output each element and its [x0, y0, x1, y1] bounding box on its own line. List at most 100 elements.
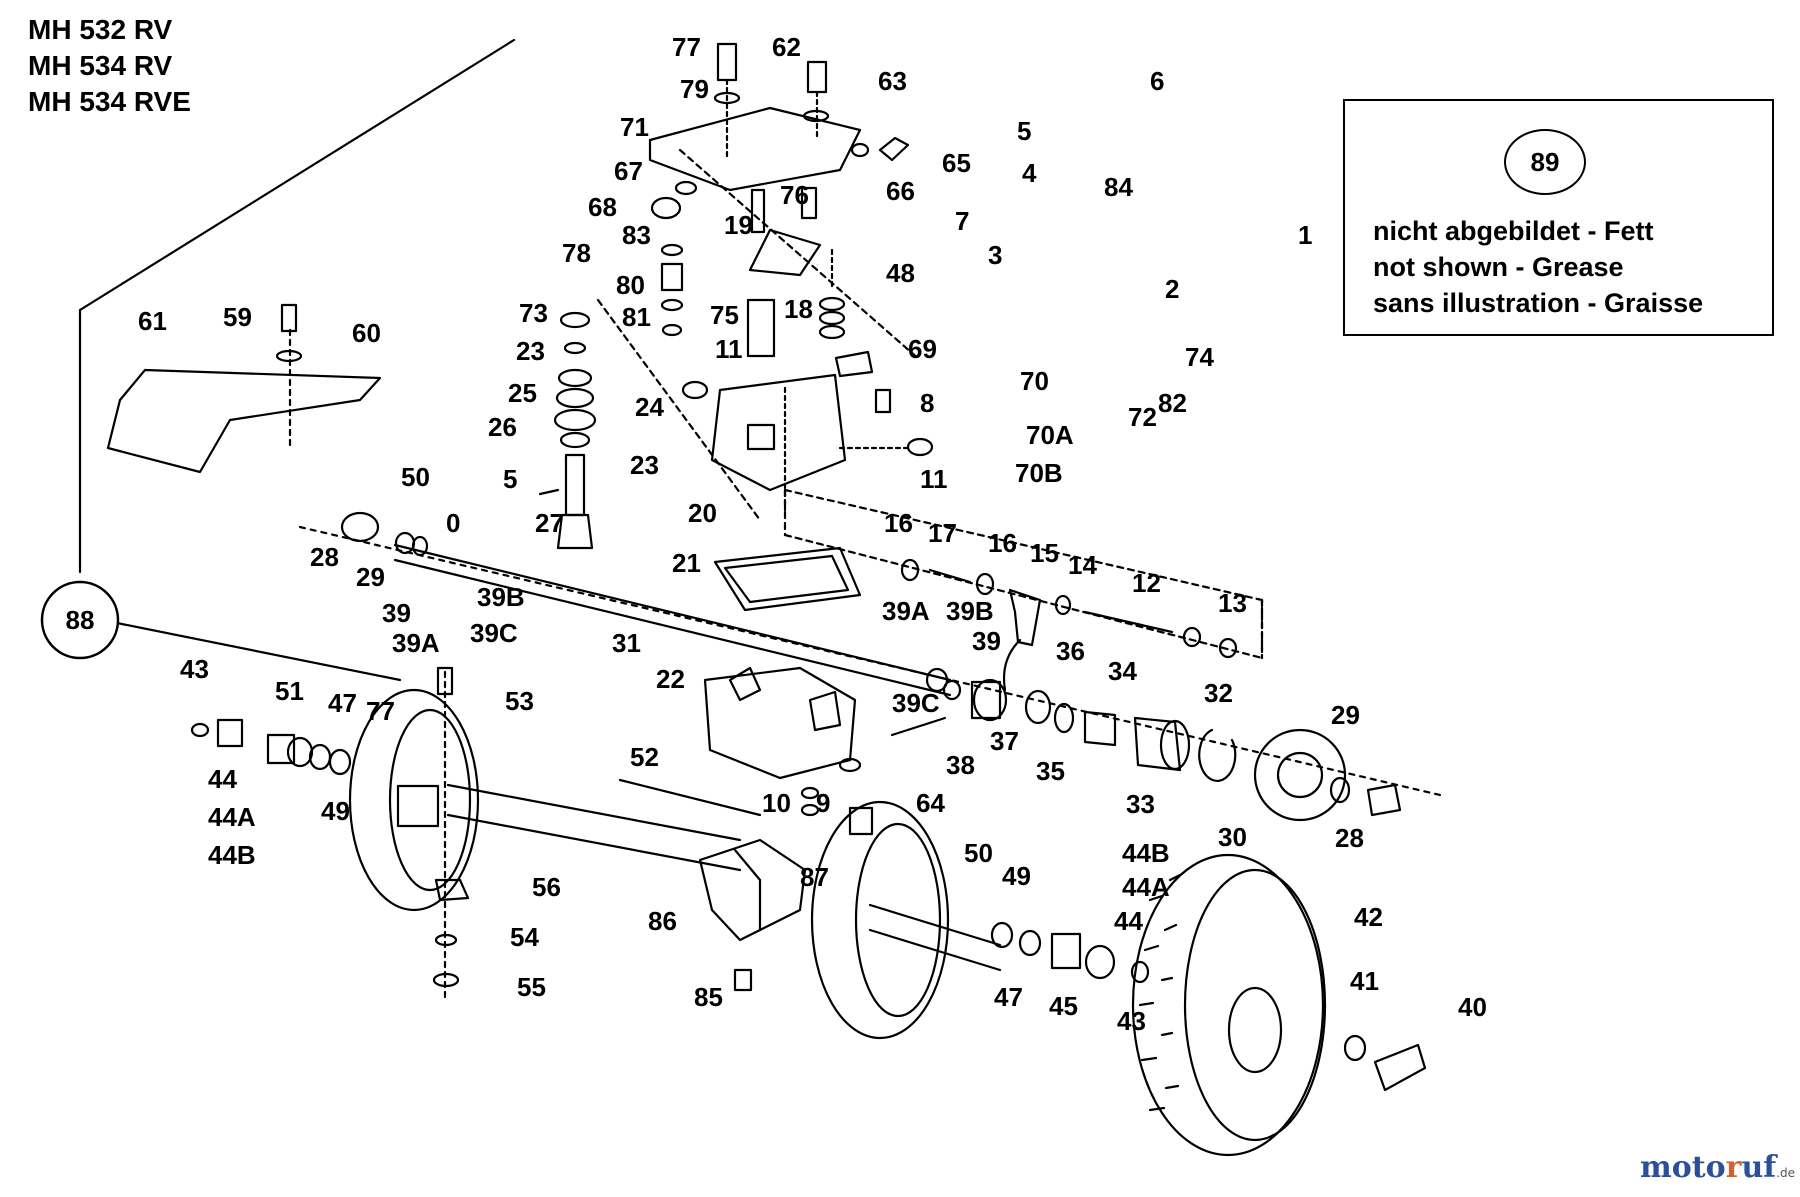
- part-number-label: 16: [884, 508, 913, 538]
- left-wheel: [348, 688, 480, 912]
- part-number-label: 66: [886, 176, 915, 206]
- part-number-label: 34: [1108, 656, 1137, 686]
- note-line-fr: sans illustration - Graisse: [1373, 288, 1704, 318]
- group-88-leader-line: [110, 620, 402, 682]
- part-number-label: 30: [1218, 822, 1247, 852]
- part-number-label: 87: [800, 862, 829, 892]
- part-number-label: 22: [656, 664, 685, 694]
- part-number-label: 44: [208, 764, 237, 794]
- part-number-label: 50: [401, 462, 430, 492]
- grease-note-box: 89 nicht abgebildet - Fett not shown - G…: [1343, 99, 1774, 336]
- part-number-label: 39B: [946, 596, 994, 626]
- part-number-label: 25: [508, 378, 537, 408]
- part-number-label: 43: [180, 654, 209, 684]
- part-number-label: 23: [516, 336, 545, 366]
- part-number-label: 40: [1458, 992, 1487, 1022]
- part-number-label: 23: [630, 450, 659, 480]
- part-number-label: 41: [1350, 966, 1379, 996]
- part-number-label: 39A: [882, 596, 930, 626]
- part-number-label: 70B: [1015, 458, 1063, 488]
- part-number-label: 47: [328, 688, 357, 718]
- note-number: 89: [1530, 146, 1560, 177]
- part-number-label: 60: [352, 318, 381, 348]
- part-number-label: 29: [1331, 700, 1360, 730]
- part-number-label: 79: [680, 74, 709, 104]
- part-number-label: 11: [920, 464, 948, 494]
- part-number-label: 44A: [208, 802, 256, 832]
- part-number-label: 42: [1354, 902, 1383, 932]
- retaining-ring: [1198, 728, 1237, 782]
- note-line-en: not shown - Grease: [1373, 252, 1624, 282]
- part-number-label: 68: [588, 192, 617, 222]
- part-number-label: 49: [321, 796, 350, 826]
- part-number-label: 36: [1056, 636, 1085, 666]
- group-88-circle: [40, 580, 120, 660]
- model-list: MH 532 RV MH 534 RV MH 534 RVE: [28, 12, 191, 120]
- part-number-label: 8: [920, 388, 934, 418]
- part-number-label: 28: [1335, 823, 1364, 853]
- front-wheel: [1131, 853, 1325, 1157]
- site-watermark: motoruf.de: [1640, 1150, 1795, 1185]
- gasket: [713, 546, 862, 612]
- group-88-bracket-line: [78, 38, 516, 312]
- part-number-label: 11: [715, 334, 743, 364]
- part-number-label: 39C: [892, 688, 940, 718]
- part-number-label: 71: [620, 112, 649, 142]
- part-number-label: 18: [784, 294, 813, 324]
- part-number-label: 80: [616, 270, 645, 300]
- part-number-label: 2: [1165, 274, 1179, 304]
- part-number-label: 27: [535, 508, 564, 538]
- part-number-label: 72: [1128, 402, 1157, 432]
- part-number-label: 82: [1158, 388, 1187, 418]
- axle-bracket: [698, 838, 807, 942]
- part-number-label: 84: [1104, 172, 1133, 202]
- watermark-tld: .de: [1776, 1166, 1795, 1180]
- part-number-label: 77: [672, 32, 701, 62]
- part-number-label: 85: [694, 982, 723, 1012]
- part-number-label: 12: [1132, 568, 1161, 598]
- part-number-label: 5: [1017, 116, 1031, 146]
- part-number-label: 56: [532, 872, 561, 902]
- part-number-label: 78: [562, 238, 591, 268]
- part-number-label: 74: [1185, 342, 1214, 372]
- note-text: nicht abgebildet - Fett not shown - Grea…: [1373, 213, 1703, 321]
- part-number-label: 31: [612, 628, 641, 658]
- part-number-label: 5: [503, 464, 517, 494]
- part-number-label: 70A: [1026, 420, 1074, 450]
- part-number-label: 7: [955, 206, 969, 236]
- part-number-label: 16: [988, 528, 1017, 558]
- part-number-label: 86: [648, 906, 677, 936]
- part-number-label: 6: [1150, 66, 1164, 96]
- watermark-part: r: [1725, 1150, 1742, 1185]
- note-number-circle: 89: [1504, 129, 1586, 195]
- part-number-label: 81: [622, 302, 651, 332]
- part-number-label: 44A: [1122, 872, 1170, 902]
- part-number-label: 59: [223, 302, 252, 332]
- part-number-label: 76: [780, 180, 809, 210]
- part-number-label: 39B: [477, 582, 525, 612]
- part-number-label: 9: [816, 788, 830, 818]
- part-number-label: 37: [990, 726, 1019, 756]
- center-wheel: [810, 800, 950, 1040]
- part-number-label: 0: [446, 508, 460, 538]
- part-number-label: 38: [946, 750, 975, 780]
- part-number-label: 21: [672, 548, 701, 578]
- part-number-label: 54: [510, 922, 539, 952]
- part-number-label: 55: [517, 972, 546, 1002]
- part-number-label: 77: [366, 696, 395, 726]
- model-name: MH 532 RV: [28, 14, 173, 45]
- lower-gear-housing: [703, 666, 857, 780]
- part-number-label: 29: [356, 562, 385, 592]
- part-number-label: 47: [994, 982, 1023, 1012]
- part-number-label: 35: [1036, 756, 1065, 786]
- part-number-label: 75: [710, 300, 739, 330]
- part-number-label: 14: [1068, 550, 1097, 580]
- part-number-label: 13: [1218, 588, 1247, 618]
- model-name: MH 534 RV: [28, 50, 173, 81]
- watermark-part: moto: [1640, 1150, 1726, 1185]
- part-number-label: 61: [138, 306, 167, 336]
- part-number-label: 15: [1030, 538, 1059, 568]
- part-number-label: 28: [310, 542, 339, 572]
- part-number-label: 17: [928, 518, 957, 548]
